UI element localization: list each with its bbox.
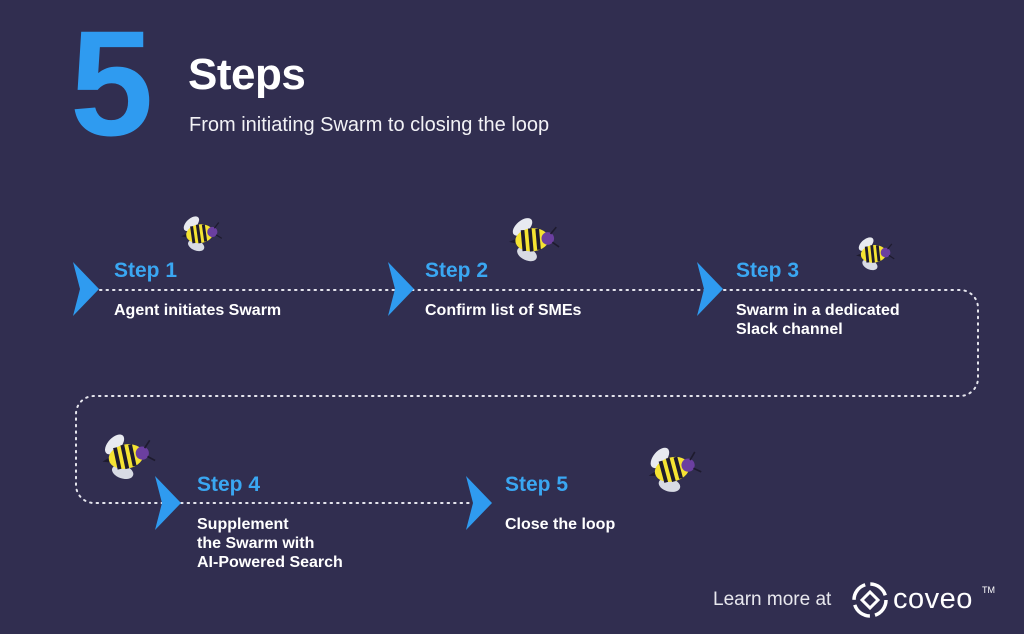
coveo-brand-text[interactable]: coveo [893,583,973,615]
learn-more-text: Learn more at [713,589,832,610]
chevron-right-icon [697,262,723,316]
page-title: Steps [188,50,306,99]
step-2-description: Confirm list of SMEs [425,302,582,319]
step-4-description: Supplement the Swarm with AI-Powered Sea… [197,516,343,571]
connector-line [75,289,979,504]
bee-icon [506,211,562,267]
step-1-label: Step 1 [114,259,178,282]
step-3-label: Step 3 [736,259,800,282]
chevron-right-icon [388,262,414,316]
chevron-right-icon [73,262,99,316]
chevron-right-icon [155,476,181,530]
bee-icon [853,231,897,275]
step-5-label: Step 5 [505,473,569,496]
trademark-mark: TM [982,585,995,595]
coveo-logo-icon [852,582,888,618]
bee-icon [641,435,707,502]
bee-icon [177,209,225,257]
bee-icon [96,423,160,488]
step-5-description: Close the loop [505,516,616,533]
step-2-label: Step 2 [425,259,489,282]
page-subtitle: From initiating Swarm to closing the loo… [189,114,550,136]
big-number: 5 [70,0,153,167]
step-4-label: Step 4 [197,473,261,496]
step-1-description: Agent initiates Swarm [114,302,282,319]
step-3-description: Swarm in a dedicated Slack channel [736,302,900,338]
